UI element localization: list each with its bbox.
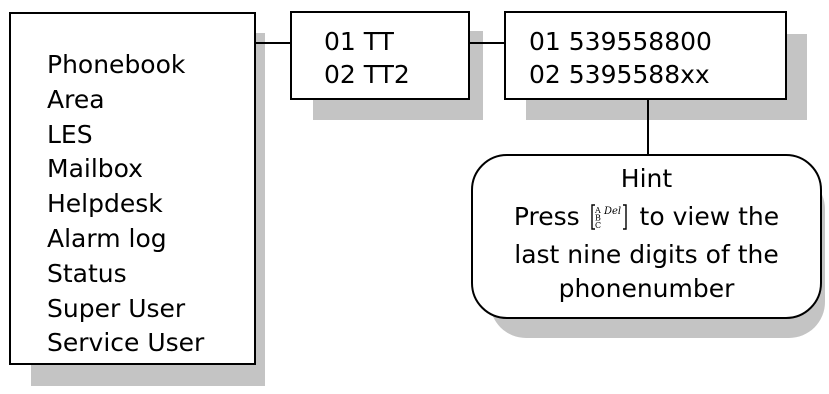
hint-press-text: Press <box>513 202 580 231</box>
hint-line-2: last nine digits of the <box>514 240 779 269</box>
menu-item-phonebook: Phonebook <box>47 50 186 79</box>
key-letter-b: B <box>595 214 601 223</box>
menu-item-mailbox: Mailbox <box>47 154 143 184</box>
phonebook-number-entry: 02 5395588xx <box>529 60 710 89</box>
phonebook-name-entry: 02 TT2 <box>324 60 410 89</box>
menu-item-status: Status <box>47 258 127 288</box>
hint-line-1: Press A B C Del to view the <box>473 200 820 239</box>
hint-title: Hint <box>620 164 673 193</box>
menu-item-alarm-log: Alarm log <box>47 223 167 253</box>
phonebook-name-entry: 01 TT <box>324 27 394 56</box>
menu-item-area: Area <box>47 84 105 114</box>
phonebook-names-box: 01 TT 02 TT2 <box>290 11 470 100</box>
phonebook-numbers-box: 01 539558800 02 5395588xx <box>504 11 787 100</box>
menu-item-service-user: Service User <box>47 328 205 358</box>
key-del-label: Del <box>603 206 621 217</box>
key-letter-a: A <box>594 206 601 215</box>
menu-list: Phonebook Area LES Mailbox Helpdesk Alar… <box>47 48 204 361</box>
menu-item-super-user: Super User <box>47 293 186 323</box>
hint-box: Hint Press A B C Del to view the last ni… <box>471 154 822 319</box>
menu-item-les: LES <box>47 119 93 149</box>
connector-numbers-to-hint <box>647 98 649 156</box>
hint-line-3: phonenumber <box>558 274 735 303</box>
menu-item-helpdesk: Helpdesk <box>47 189 163 219</box>
key-letter-c: C <box>595 221 601 230</box>
connector-menu-to-names <box>254 42 292 44</box>
hint-view-text: to view the <box>639 202 780 231</box>
abc-del-key-icon: A B C Del <box>590 203 628 239</box>
menu-box: Phonebook Area LES Mailbox Helpdesk Alar… <box>9 12 256 365</box>
phonebook-number-entry: 01 539558800 <box>529 27 712 56</box>
connector-names-to-numbers <box>468 42 506 44</box>
